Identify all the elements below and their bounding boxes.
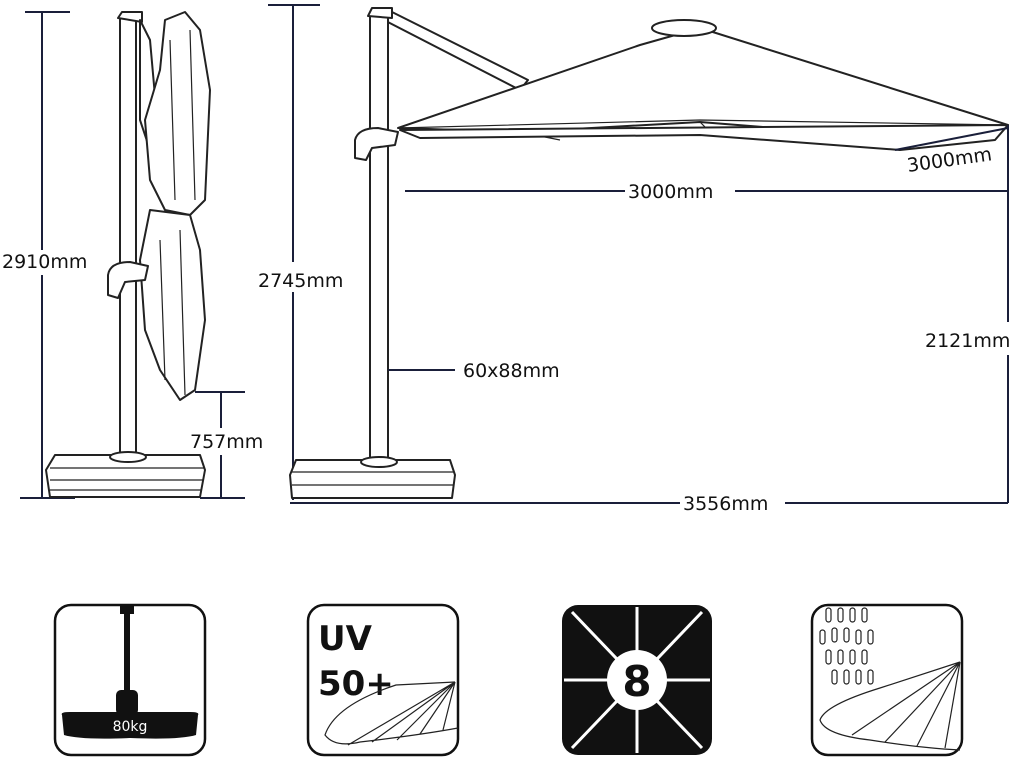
pole-height-label: 2745mm: [258, 270, 343, 292]
clearance-height-label: 2121mm: [925, 330, 1010, 352]
base-weight-icon: 80kg: [53, 603, 207, 757]
uv-protection-icon: UV 50+: [306, 603, 460, 757]
ribs-count-label: 8: [622, 657, 651, 706]
pole-section-label: 60x88mm: [463, 360, 560, 382]
base-height-label: 757mm: [190, 431, 263, 453]
uv-label: UV: [318, 619, 373, 659]
base-weight-label: 80kg: [113, 719, 148, 735]
eight-ribs-icon: 8: [562, 605, 712, 755]
folded-height-label: 2910mm: [2, 251, 87, 273]
total-span-label: 3556mm: [683, 493, 768, 515]
uv-rating-label: 50+: [318, 664, 394, 704]
open-umbrella-drawing: [268, 4, 1009, 504]
water-resistant-icon: [810, 603, 964, 757]
folded-umbrella-drawing: [20, 11, 245, 499]
canopy-width-label: 3000mm: [628, 181, 713, 203]
